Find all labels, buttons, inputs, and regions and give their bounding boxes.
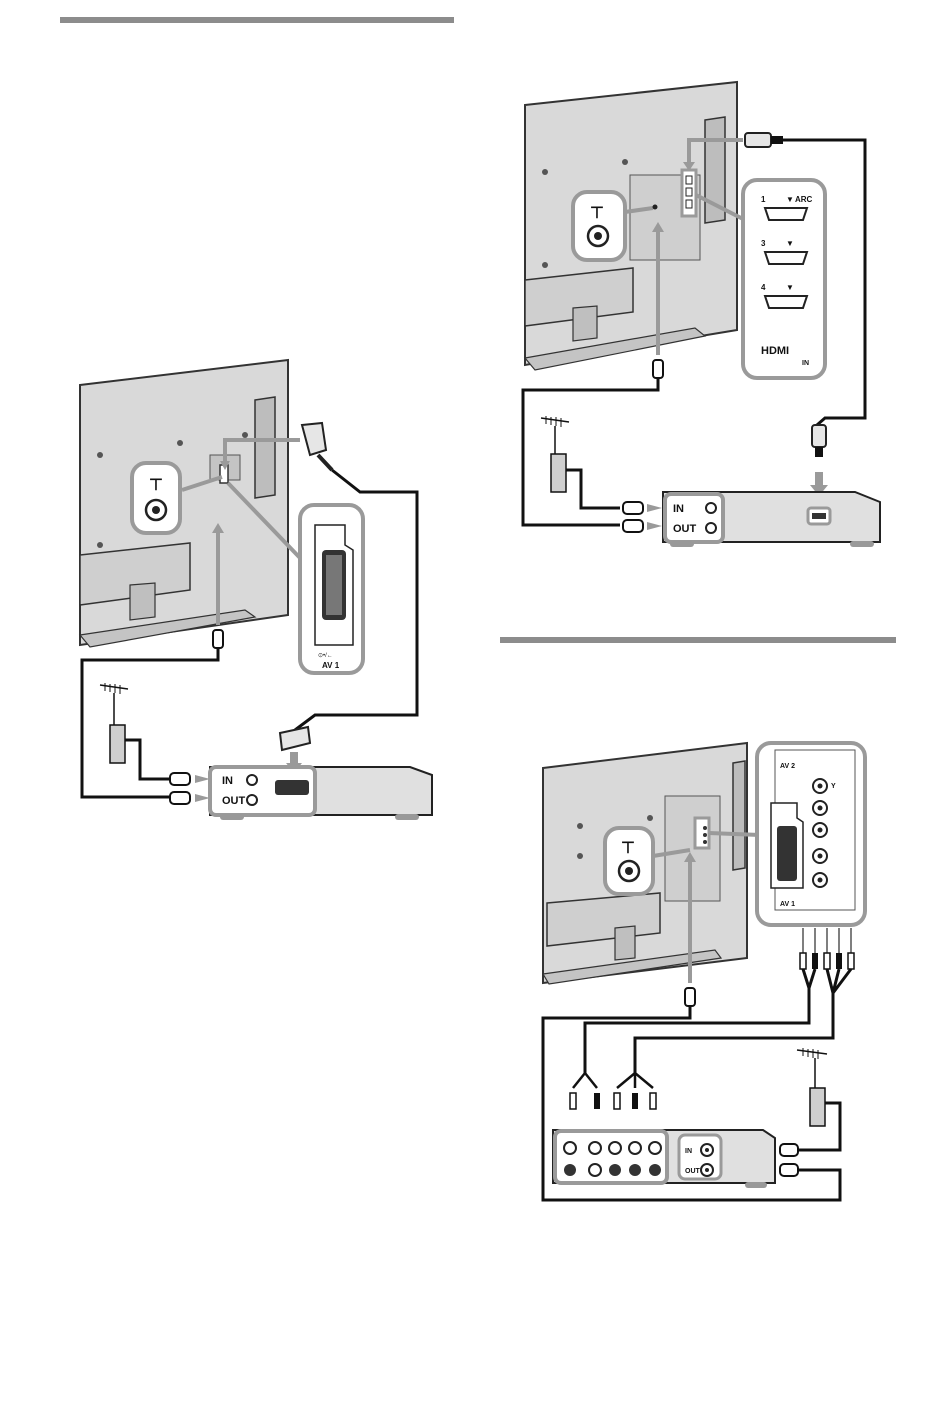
av1-label: AV 1 [780,901,795,908]
av2-label: AV 2 [780,763,795,770]
svg-text:⊙•/←: ⊙•/← [318,653,333,659]
scart-connection-diagram: ⊤ ⊙•/← AV 1 [70,355,450,825]
svg-text:⊤: ⊤ [621,840,635,857]
antenna-wall-icon [100,683,170,779]
recorder-out-label: OUT [673,523,697,535]
tv-back-illustration [525,82,737,370]
antenna-wall-icon [797,1048,840,1150]
hdmi-plug-bottom-icon [810,425,828,496]
svg-text:⊤: ⊤ [149,477,163,494]
scart-av1-label: AV 1 [322,661,340,670]
recorder-device: IN OUT [663,492,880,547]
hdmi-connection-diagram: ⊤ 1 ▼ ARC 3 ▼ 4 ▼ [515,80,890,550]
hdmi-port-3-label: 3 [761,239,766,248]
recorder-in-label: IN [222,775,233,787]
hdmi-in-label: IN [802,360,809,367]
svg-text:▼: ▼ [786,195,794,204]
hdmi-port-1-label: 1 [761,195,766,204]
hdmi-logo: HDMI [761,345,789,357]
section-rule-top-left [60,17,454,23]
section-rule-mid-right [500,637,896,643]
antenna-wall-icon [541,416,620,508]
recorder-out-label: OUT [222,795,246,807]
av-panel-inset: AV 2 Y AV 1 [757,743,865,925]
scart-socket-inset: ⊙•/← AV 1 [300,505,363,673]
tv-back-illustration [80,360,288,647]
hdmi-port-4-label: 4 [761,283,766,292]
hdmi-panel-inset: 1 ▼ ARC 3 ▼ 4 ▼ HDMI IN [743,180,825,378]
hdmi-arc-label: ARC [795,195,813,204]
recorder-device: IN OUT [553,1130,775,1188]
recorder-in-label: IN [685,1148,692,1155]
recorder-in-label: IN [673,503,684,515]
scart-plug-top-icon [302,423,332,470]
hdmi-plug-top-icon [745,133,783,147]
component-connection-diagram: ⊤ AV 2 Y AV 1 [535,738,880,1208]
component-y-label: Y [831,783,836,790]
svg-text:⊤: ⊤ [590,205,604,222]
recorder-out-label: OUT [685,1168,701,1175]
svg-text:▼: ▼ [786,239,794,248]
antenna-socket-inset: ⊤ [132,463,180,533]
svg-text:▼: ▼ [786,283,794,292]
recorder-device: IN OUT [210,767,432,820]
